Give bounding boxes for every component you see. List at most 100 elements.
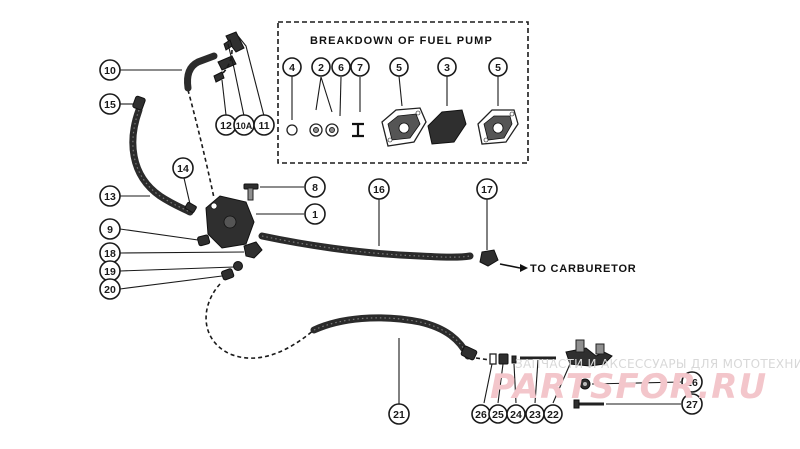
callout-3: 3 <box>437 57 457 77</box>
svg-text:15: 15 <box>104 99 116 111</box>
svg-text:22: 22 <box>547 409 559 421</box>
part-12-fitting <box>213 71 225 83</box>
fuel-pump-body <box>205 195 255 249</box>
bolt-8 <box>243 183 259 201</box>
callout-27: 27 <box>681 393 703 415</box>
svg-text:1: 1 <box>312 209 318 221</box>
callout-8: 8 <box>304 176 326 198</box>
callout-13: 13 <box>99 185 121 207</box>
callout-19: 19 <box>99 260 121 282</box>
watermark-brand: PARTSFOR.RU <box>490 367 767 407</box>
part-18-elbow <box>243 241 263 259</box>
part-25-nut <box>498 353 509 365</box>
part-27-screw <box>573 399 604 409</box>
part-22-valve-assembly <box>565 339 613 367</box>
part-10-elbow <box>184 52 218 92</box>
svg-text:20: 20 <box>104 284 116 296</box>
callout-9: 9 <box>99 218 121 240</box>
dashed-line-10-to-pump <box>187 89 215 199</box>
callout-26-right: 26 <box>681 371 703 393</box>
breakdown-heading: BREAKDOWN OF FUEL PUMP <box>310 35 493 47</box>
part-2-gaskets <box>309 123 339 137</box>
fitting-17 <box>479 249 499 267</box>
svg-text:9: 9 <box>107 224 113 236</box>
arrow-to-carburetor <box>499 263 528 272</box>
dashed-line-small-parts <box>475 357 491 361</box>
part-4-washer <box>286 124 298 136</box>
callout-24: 24 <box>506 404 526 424</box>
part-26-ring <box>489 353 497 365</box>
svg-text:24: 24 <box>510 409 522 421</box>
svg-text:14: 14 <box>177 163 189 175</box>
svg-text:18: 18 <box>104 248 116 260</box>
svg-text:17: 17 <box>481 184 493 196</box>
svg-text:5: 5 <box>396 62 402 74</box>
svg-text:11: 11 <box>258 120 269 132</box>
part-24-washer <box>511 355 517 364</box>
svg-text:3: 3 <box>444 62 450 74</box>
svg-text:13: 13 <box>104 191 116 203</box>
svg-text:4: 4 <box>289 62 295 74</box>
callout-6: 6 <box>331 57 351 77</box>
svg-text:23: 23 <box>529 409 541 421</box>
fitting-15 <box>132 95 146 111</box>
part-11-elbow <box>223 31 245 53</box>
callout-2: 2 <box>311 57 331 77</box>
callout-23: 23 <box>525 404 545 424</box>
svg-text:5: 5 <box>495 62 501 74</box>
svg-text:12: 12 <box>220 120 232 132</box>
callout-14: 14 <box>172 157 194 179</box>
svg-text:26: 26 <box>475 409 487 421</box>
part-20-fitting <box>220 268 235 281</box>
callout-12: 12 <box>215 114 237 136</box>
callout-15: 15 <box>99 93 121 115</box>
svg-text:8: 8 <box>312 182 318 194</box>
callout-18: 18 <box>99 242 121 264</box>
part-3-diaphragm <box>427 109 467 145</box>
callout-26-bottom: 26 <box>471 404 491 424</box>
callout-22: 22 <box>543 404 563 424</box>
part-5-cover-left <box>381 107 427 147</box>
callout-1: 1 <box>304 203 326 225</box>
callout-4: 4 <box>282 57 302 77</box>
hose-13 <box>129 106 194 216</box>
callout-7: 7 <box>350 57 370 77</box>
callout-17: 17 <box>476 178 498 200</box>
callout-5-right: 5 <box>488 57 508 77</box>
watermark-tagline: ЗАПЧАСТИ И АКСЕССУАРЫ ДЛЯ МОТОТЕХНИКИ <box>515 357 800 371</box>
callout-10a: 10A <box>233 114 255 136</box>
callout-20: 20 <box>99 278 121 300</box>
callout-11: 11 <box>253 114 275 136</box>
leader-lines <box>119 35 682 405</box>
part-26-nut-right <box>579 378 591 390</box>
part-14-fitting <box>184 201 197 213</box>
callout-10: 10 <box>99 59 121 81</box>
svg-text:10A: 10A <box>236 121 253 131</box>
callout-21: 21 <box>388 403 410 425</box>
dashed-line-top <box>221 49 233 75</box>
part-7-valve <box>352 122 364 138</box>
breakdown-box: BREAKDOWN OF FUEL PUMP <box>277 21 529 164</box>
hose-21-end-fitting <box>460 345 478 361</box>
svg-text:21: 21 <box>393 409 405 421</box>
dashed-line-to-hose-21 <box>205 283 315 359</box>
svg-text:7: 7 <box>357 62 363 74</box>
part-9-fitting <box>197 234 211 247</box>
to-carburetor-label: TO CARBURETOR <box>530 263 637 275</box>
svg-text:2: 2 <box>318 62 324 74</box>
svg-text:25: 25 <box>492 409 504 421</box>
hose-21 <box>310 314 472 360</box>
svg-text:19: 19 <box>104 266 116 278</box>
part-19-nut <box>233 261 243 271</box>
svg-text:27: 27 <box>686 399 698 411</box>
svg-text:6: 6 <box>338 62 344 74</box>
callout-25: 25 <box>488 404 508 424</box>
hose-16 <box>258 232 474 261</box>
svg-text:10: 10 <box>104 65 116 77</box>
callout-5-left: 5 <box>389 57 409 77</box>
svg-text:26: 26 <box>686 377 698 389</box>
svg-text:16: 16 <box>373 184 385 196</box>
part-5-cover-right <box>477 109 519 145</box>
callout-16: 16 <box>368 178 390 200</box>
